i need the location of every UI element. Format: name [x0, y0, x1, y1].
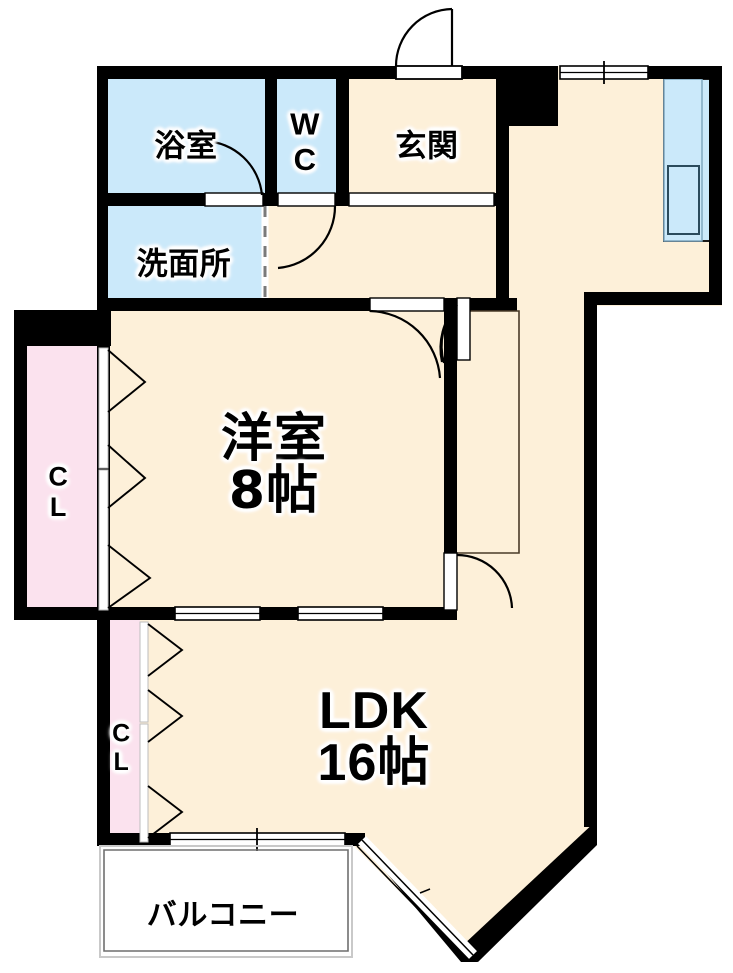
wall-closet1-left — [14, 310, 27, 620]
wall-top-left — [97, 66, 396, 79]
wall-diagonal-right — [461, 820, 597, 962]
wall-corridor-left — [444, 305, 457, 555]
wall-closet1-top — [14, 310, 111, 346]
ldk-swing-door — [456, 553, 514, 609]
closet-folding-doors — [98, 347, 184, 843]
wall-wc-entrance — [336, 66, 349, 194]
hall-swing-door — [439, 304, 458, 364]
wall-ldk-right — [584, 292, 597, 827]
entrance-swing-door — [394, 7, 463, 80]
entrance-door-sill — [348, 192, 495, 207]
wall-bath-wc — [265, 66, 277, 194]
closet-1-fill — [27, 345, 99, 610]
diagonal-corner-window — [356, 836, 477, 962]
closet-2-folding-doors — [139, 621, 184, 843]
wc-door-sill — [277, 192, 336, 207]
ldk-door-sill — [443, 552, 458, 611]
wall-entry-notch — [509, 66, 558, 126]
door-swings — [204, 7, 514, 609]
wall-entrance-hall — [496, 79, 509, 304]
ldk-interior-window-right — [297, 606, 384, 621]
bath-door-sill — [204, 192, 264, 207]
room-fills — [14, 66, 722, 962]
wall-right-step — [597, 292, 722, 305]
western-door-sill — [369, 297, 445, 312]
hall-door-sill — [456, 297, 471, 361]
closet-1-folding-doors — [98, 347, 152, 611]
western-room-swing-door — [369, 309, 442, 379]
thin-outlines — [457, 310, 520, 554]
windows — [169, 61, 649, 962]
balcony-outline — [99, 845, 353, 958]
kitchen-window — [559, 61, 649, 84]
bath-swing-door — [204, 137, 264, 196]
washroom-fill — [108, 205, 265, 310]
bath-fill — [108, 78, 265, 193]
wall-left-upper — [97, 66, 108, 310]
wc-fill — [276, 78, 336, 193]
ldk-interior-window-left — [174, 606, 261, 621]
wall-top-right — [648, 66, 722, 79]
wall-right-outer — [709, 66, 722, 305]
wall-closet1-bottom — [14, 607, 111, 620]
wc-swing-door — [277, 205, 337, 270]
wall-western-ldk — [110, 607, 457, 620]
wall-left-lower — [97, 610, 110, 845]
closet-2-fill — [106, 620, 140, 842]
kitchen-sink-counter — [663, 78, 713, 242]
